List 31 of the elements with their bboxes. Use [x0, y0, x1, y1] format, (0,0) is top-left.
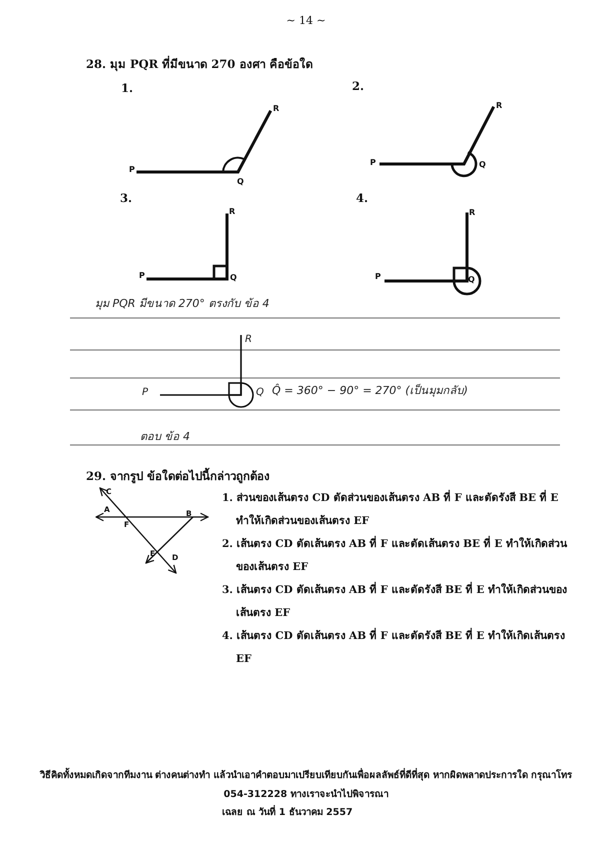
- handwritten-note: ตอบ ข้อ 4: [140, 430, 190, 444]
- point-label: R: [469, 208, 476, 218]
- point-label: R: [245, 334, 252, 346]
- point-label: Q: [256, 387, 264, 399]
- date-note: เฉลย ณ วันที่ 1 ธันวาคม 2557: [222, 807, 353, 818]
- choice-text: 2. เส้นตรง CD ตัดเส้นตรง AB ที่ F และตัดเส้นตรง BE ที่ E ทำให้เกิดส่วนของเส้นตรง EF: [222, 533, 576, 579]
- point-label: P: [129, 165, 135, 175]
- choice-text: 3. เส้นตรง CD ตัดเส้นตรง AB ที่ F และตัดรังสี BE ที่ E ทำให้เกิดส่วนของเส้นตรง EF: [222, 579, 576, 625]
- point-label: Q: [468, 275, 475, 285]
- point-label: R: [229, 207, 236, 217]
- point-label: P: [375, 272, 381, 282]
- point-label: R: [496, 101, 502, 111]
- page-number: ~ 14 ~: [285, 14, 327, 28]
- point-label: P: [142, 387, 148, 399]
- choice-number: 3.: [120, 192, 132, 206]
- choice-number: 1.: [121, 82, 134, 96]
- choice-text: 4. เส้นตรง CD ตัดเส้นตรง AB ที่ F และตัดรังสี BE ที่ E ทำให้เกิดเส้นตรง EF: [222, 625, 576, 671]
- point-label: Q: [479, 160, 486, 170]
- question-text: 29. จากรูป ข้อใดต่อไปนี้กล่าวถูกต้อง: [86, 470, 270, 484]
- point-label: P: [370, 158, 376, 168]
- point-label: Q: [230, 273, 237, 283]
- point-label: Q: [237, 177, 244, 187]
- handwritten-note: มุม PQR มีขนาด 270° ตรงกับ ข้อ 4: [95, 297, 270, 310]
- footer-note: วิธีคิดทั้งหมดเกิดจากทีมงาน ต่างคนต่างทำ แล้วนำเอาคำตอบมาเปรียบเทียบกันเพื่อผลลัพธ์ที่ดีที่สุด หากผิดพลาดประการใด กรุณาโทร 054-312228 ทางเราจะนำไปพิจารณา: [28, 766, 584, 804]
- point-label: P: [139, 271, 145, 281]
- question-text: 28. มุม PQR ที่มีขนาด 270 องศา คือข้อใด: [86, 58, 312, 72]
- point-label: R: [273, 104, 280, 114]
- choice-text: 1. ส่วนของเส้นตรง CD ตัดส่วนของเส้นตรง AB ที่ F และตัดรังสี BE ที่ E ทำให้เกิดส่วนของเส้นตรง EF: [222, 487, 576, 533]
- choice-number: 4.: [356, 192, 368, 206]
- choice-number: 2.: [352, 80, 364, 94]
- handwritten-note: Q̂ = 360° − 90° = 270° (เป็นมุมกลับ): [272, 384, 468, 398]
